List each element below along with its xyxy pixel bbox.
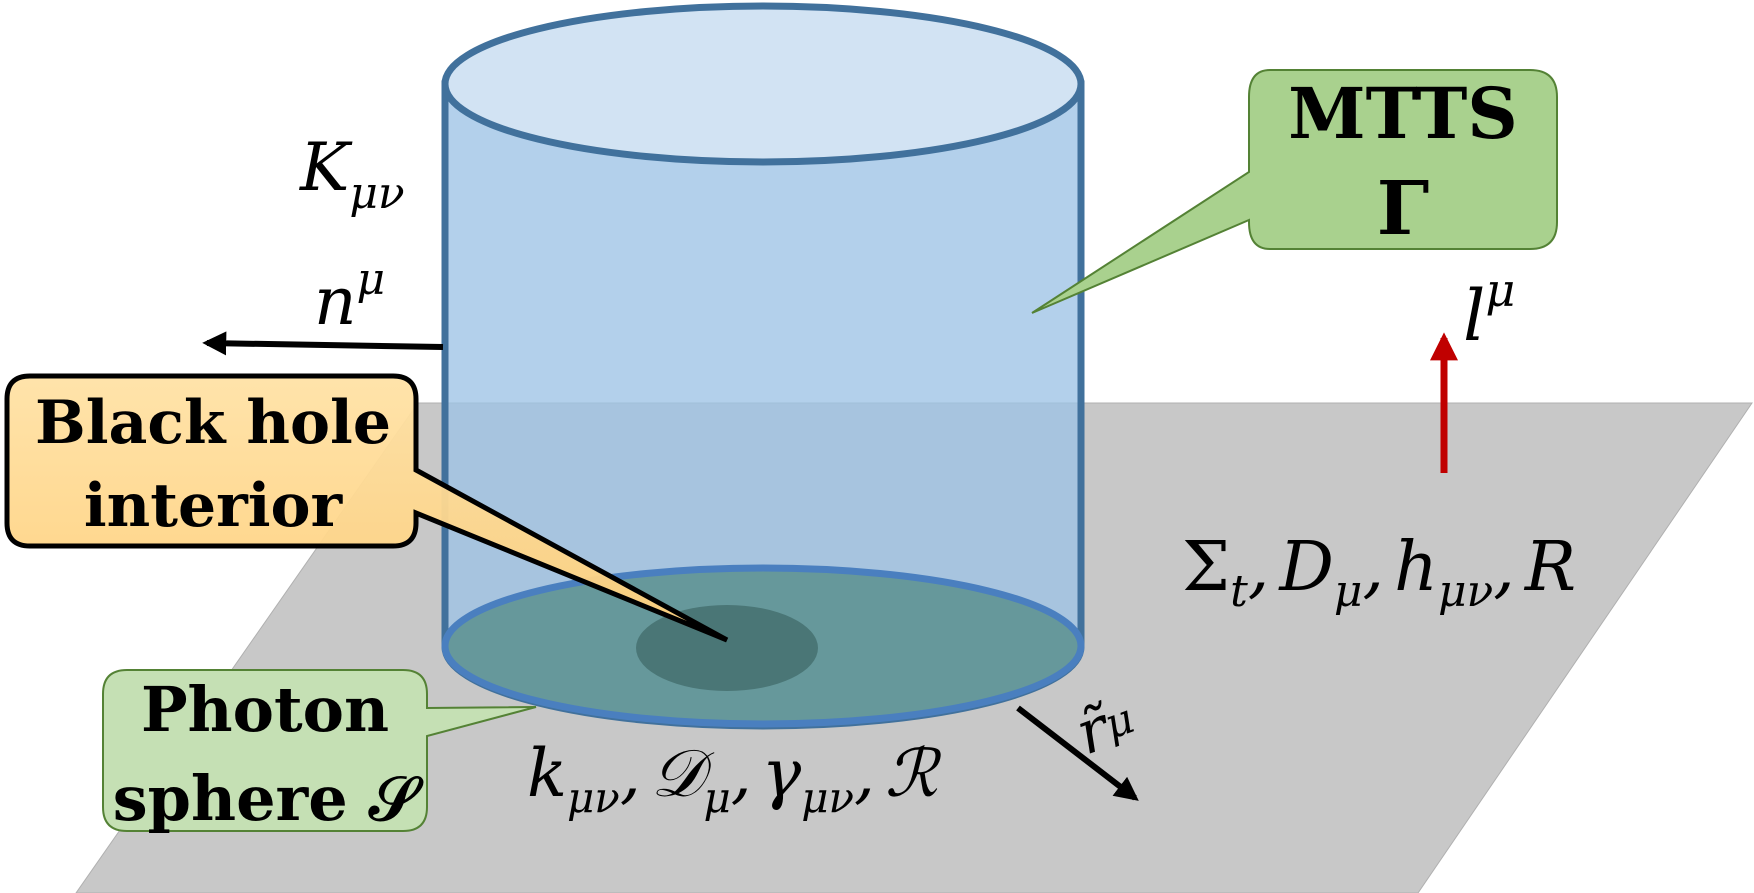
black-hole-line1: Black hole: [35, 388, 391, 458]
photon-sphere-callout-box: [102, 669, 537, 832]
normal-n-label: nμ: [314, 254, 385, 340]
black-hole-callout-box: [4, 373, 729, 643]
normal-l-label: lμ: [1463, 263, 1515, 357]
radial-r-arrow: [1016, 705, 1139, 801]
mtts-callout-box: [1031, 69, 1558, 314]
mtts-cylinder-top: [441, 2, 1085, 166]
black-hole-disk: [636, 605, 818, 691]
normal-n-arrow: [202, 331, 444, 356]
black-hole-callout: Black hole interior: [4, 373, 729, 643]
black-hole-line2: interior: [84, 471, 344, 541]
photon-line2: sphere 𝒮: [113, 762, 424, 835]
slice-quantities: Σt,Dμ,hμν,R: [1182, 528, 1576, 617]
mtts-title: MTTS: [1288, 72, 1518, 155]
photon-line1: Photon: [141, 673, 389, 746]
photon-sphere-callout: Photon sphere 𝒮: [102, 669, 537, 835]
mtts-gamma: Γ: [1377, 166, 1430, 252]
extrinsic-curvature-K: Kμν: [299, 129, 405, 219]
mtts-callout: MTTS Γ: [1031, 69, 1558, 314]
